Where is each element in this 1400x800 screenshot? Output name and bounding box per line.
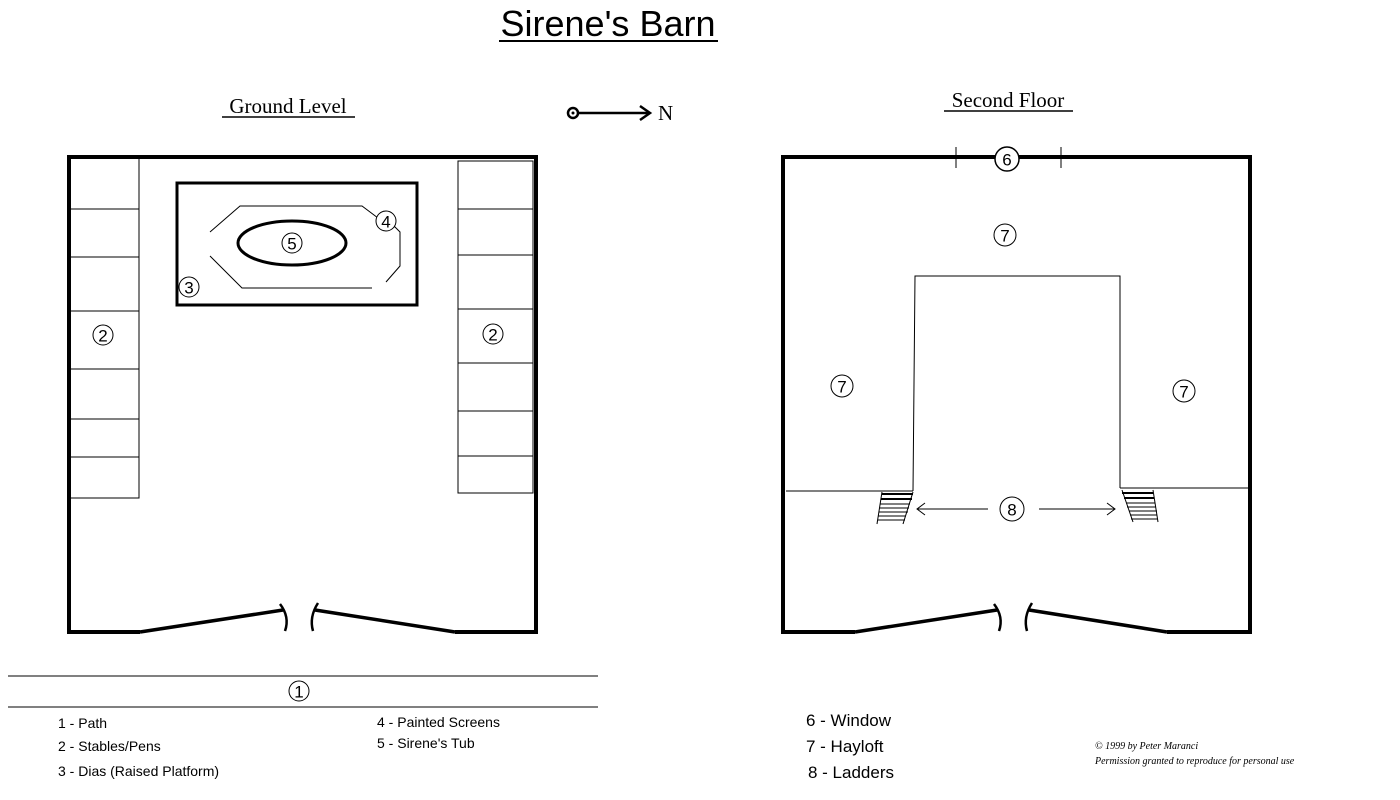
second-door-left xyxy=(854,608,998,634)
copyright-line: © 1999 by Peter Maranci xyxy=(1095,741,1198,752)
stables-left xyxy=(69,156,140,499)
second-door-right xyxy=(1028,608,1168,634)
ground-level-plan xyxy=(8,155,598,708)
ground-outer-wall xyxy=(67,155,538,634)
hayloft-opening xyxy=(912,275,1121,492)
second-door-left-swing xyxy=(992,603,1002,632)
label-number: 7 xyxy=(1179,383,1188,402)
legend-item: 4 - Painted Screens xyxy=(377,714,500,730)
legend-second: 6 - Window 7 - Hayloft 8 - Ladders xyxy=(806,711,894,782)
label-number: 2 xyxy=(488,326,497,345)
ladder-left-icon xyxy=(876,491,914,525)
label-number: 1 xyxy=(294,683,303,702)
legend-item: 6 - Window xyxy=(806,711,892,730)
ground-door-left-swing xyxy=(278,603,288,632)
north-arrow-icon xyxy=(566,104,653,122)
ground-door-right-swing xyxy=(310,602,320,632)
label-number: 4 xyxy=(381,213,390,232)
label-dias: 3 xyxy=(178,276,200,298)
compass-north-label: N xyxy=(658,101,673,125)
raised-platform xyxy=(175,181,419,307)
ground-level-heading: Ground Level xyxy=(229,94,346,118)
label-hayloft-right: 7 xyxy=(1172,379,1196,403)
ground-door-left xyxy=(139,608,284,634)
legend-item: 3 - Dias (Raised Platform) xyxy=(58,763,219,779)
legend-ground: 1 - Path 2 - Stables/Pens 3 - Dias (Rais… xyxy=(58,714,500,779)
label-stables-left: 2 xyxy=(92,324,114,346)
ladder-right-icon xyxy=(1121,489,1159,523)
label-ladders: 8 xyxy=(999,496,1025,522)
label-path: 1 xyxy=(288,680,310,702)
legend-item: 2 - Stables/Pens xyxy=(58,738,161,754)
ground-door-right xyxy=(314,608,456,634)
legend-item: 7 - Hayloft xyxy=(806,737,884,756)
second-door-right-swing xyxy=(1024,602,1034,632)
label-number: 8 xyxy=(1007,501,1016,520)
label-hayloft-left: 7 xyxy=(830,374,854,398)
label-window: 6 xyxy=(994,146,1020,172)
label-tub: 5 xyxy=(281,232,303,254)
painted-screens xyxy=(209,205,401,289)
label-stables-right: 2 xyxy=(482,323,504,345)
label-number: 3 xyxy=(184,279,193,298)
sirenes-tub xyxy=(236,219,348,267)
permission-line: Permission granted to reproduce for pers… xyxy=(1094,756,1295,767)
copyright: © 1999 by Peter Maranci Permission grant… xyxy=(1094,741,1295,767)
label-number: 7 xyxy=(1000,227,1009,246)
legend-item: 5 - Sirene's Tub xyxy=(377,735,475,751)
label-number: 2 xyxy=(98,327,107,346)
page-title: Sirene's Barn xyxy=(501,3,716,44)
label-number: 6 xyxy=(1002,151,1011,170)
legend-item: 8 - Ladders xyxy=(808,763,894,782)
label-number: 5 xyxy=(287,235,296,254)
ladder-arrows xyxy=(916,502,1116,516)
stables-right xyxy=(457,160,534,494)
label-number: 7 xyxy=(837,378,846,397)
label-screens: 4 xyxy=(375,210,397,232)
label-hayloft-top: 7 xyxy=(993,223,1017,247)
legend-item: 1 - Path xyxy=(58,715,107,731)
second-floor-heading: Second Floor xyxy=(952,88,1065,112)
